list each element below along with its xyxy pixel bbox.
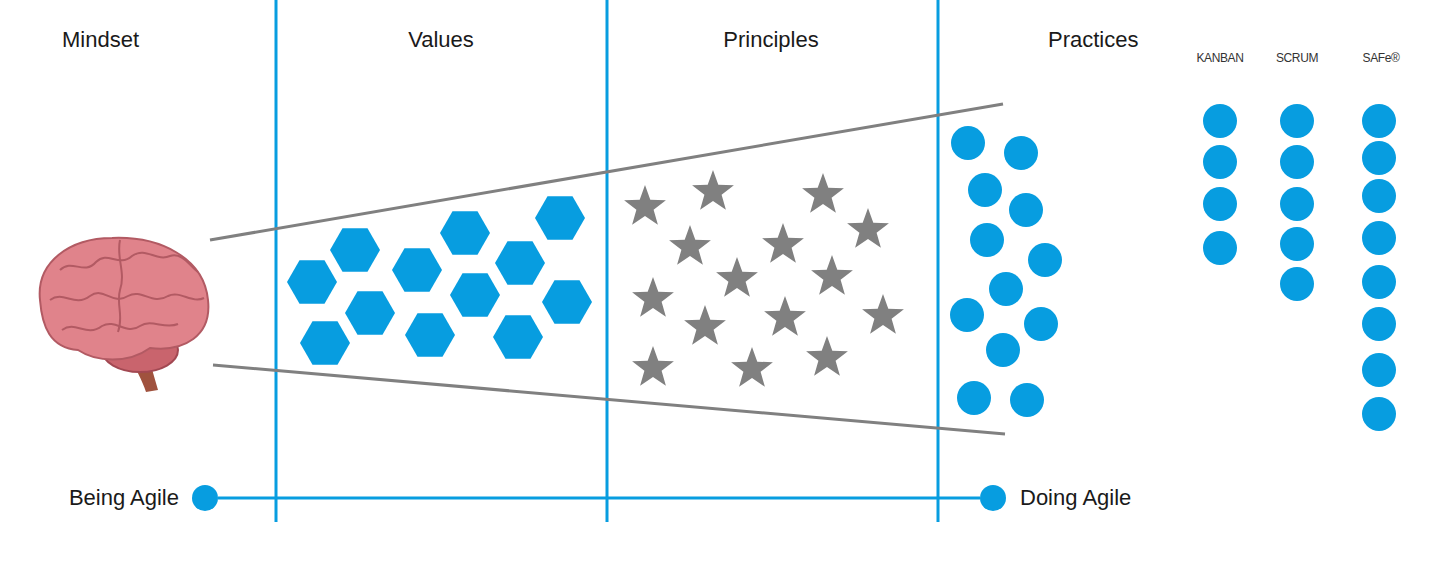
value-hexagon (405, 313, 455, 356)
brain-fold (50, 293, 204, 300)
practice-dot (986, 333, 1020, 367)
principle-star (632, 277, 674, 317)
cerebrum (40, 238, 209, 360)
principle-star (669, 225, 711, 265)
value-hexagon (440, 211, 490, 254)
column-divider (937, 0, 940, 522)
column-heading: Mindset (62, 29, 139, 51)
brain-illustration (40, 238, 209, 392)
column-divider (606, 0, 609, 522)
principle-star (716, 257, 758, 297)
practice-dot (1203, 104, 1237, 138)
practice-dot (1280, 267, 1314, 301)
practice-dot (1280, 227, 1314, 261)
dot-circle (192, 485, 218, 511)
principle-stars (624, 170, 904, 387)
column-heading: Values (408, 29, 474, 51)
practice-dot (1203, 231, 1237, 265)
principle-star (806, 336, 848, 376)
framework-name: SAFe® (1363, 52, 1400, 64)
milestone-dot: Being Agile (192, 485, 218, 511)
node-caption: Doing Agile (1020, 487, 1131, 509)
value-hexagon (495, 241, 545, 284)
practice-dot (1028, 243, 1062, 277)
practice-dot (1362, 353, 1396, 387)
value-hexagon (493, 315, 543, 358)
principle-star (862, 294, 904, 334)
practice-dot (1280, 187, 1314, 221)
practice-dot (950, 298, 984, 332)
kanban-dots (1203, 104, 1237, 265)
value-hexagon (287, 260, 337, 303)
value-hexagon (345, 291, 395, 334)
practice-dot (1362, 179, 1396, 213)
milestone-dot: Doing Agile (980, 485, 1006, 511)
safe-dots (1362, 104, 1396, 431)
column-divider (275, 0, 278, 522)
principle-star (847, 208, 889, 248)
principle-star (731, 347, 773, 387)
principle-star (811, 255, 853, 295)
value-hexagon (535, 196, 585, 239)
value-hexagon (392, 248, 442, 291)
practice-dot (1203, 187, 1237, 221)
practice-dot (1362, 307, 1396, 341)
principle-star (764, 296, 806, 336)
scrum-dots (1280, 104, 1314, 301)
practice-dot (1362, 265, 1396, 299)
column-heading: Principles (723, 29, 818, 51)
brain-fold (118, 240, 122, 332)
principle-star (692, 170, 734, 210)
value-hexagon (450, 273, 500, 316)
practice-dot (1362, 104, 1396, 138)
value-hexagon (542, 280, 592, 323)
node-caption: Being Agile (69, 487, 179, 509)
dot-shape (980, 485, 1006, 511)
practice-dot (951, 126, 985, 160)
principle-star (632, 346, 674, 386)
practice-dot (968, 173, 1002, 207)
dot-shape (192, 485, 218, 511)
practice-dot (1004, 136, 1038, 170)
principle-star (802, 173, 844, 213)
practice-dot (1009, 193, 1043, 227)
funnel-line (210, 104, 1003, 240)
principle-star (684, 305, 726, 345)
practice-dot (989, 272, 1023, 306)
practice-dot (1010, 383, 1044, 417)
timeline-connector (218, 497, 980, 500)
value-hexagons (287, 196, 592, 364)
practice-dot (957, 381, 991, 415)
practice-dot (1362, 221, 1396, 255)
value-hexagon (300, 321, 350, 364)
practice-dot (1024, 307, 1058, 341)
practice-dot (1362, 141, 1396, 175)
practice-dots (950, 126, 1062, 417)
practice-dot (1280, 104, 1314, 138)
practice-dot (1203, 145, 1237, 179)
principle-star (762, 223, 804, 263)
practice-dot (1280, 145, 1314, 179)
principle-star (624, 185, 666, 225)
practice-dot (1362, 397, 1396, 431)
framework-name: SCRUM (1276, 52, 1318, 64)
dot-circle (980, 485, 1006, 511)
practice-dot (970, 223, 1004, 257)
column-heading: Practices (1048, 29, 1138, 51)
brain-fold (60, 253, 198, 272)
framework-name: KANBAN (1197, 52, 1244, 64)
value-hexagon (330, 228, 380, 271)
funnel-line (213, 365, 1005, 434)
